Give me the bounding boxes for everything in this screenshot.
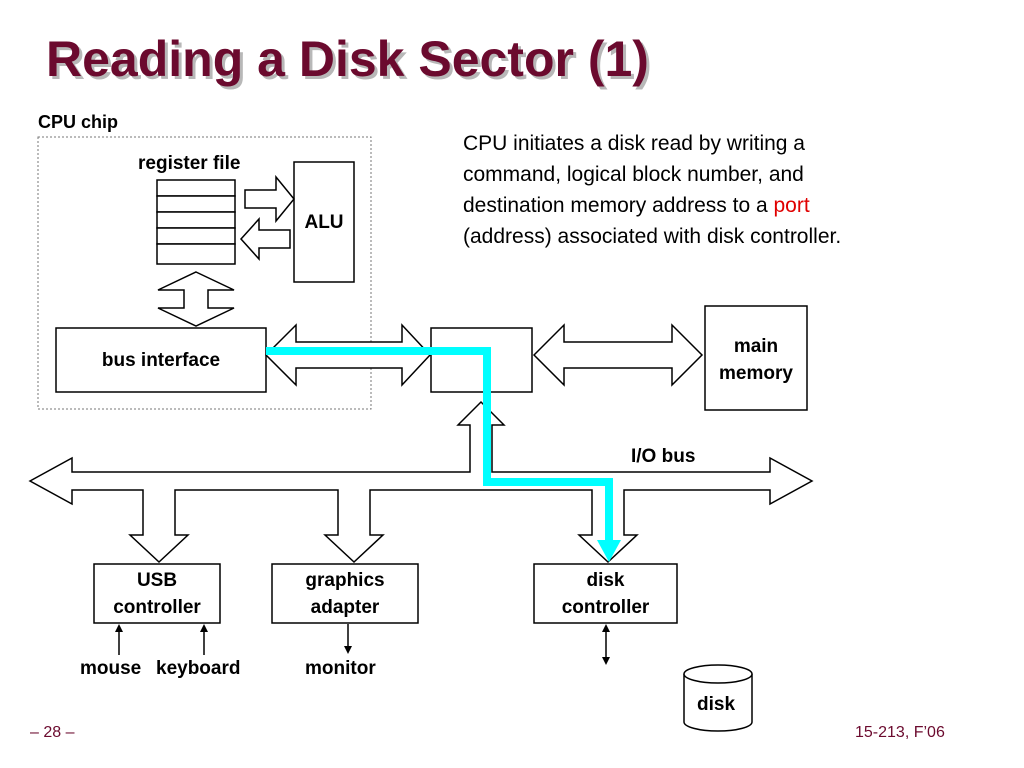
graphics-adapter-box: [271, 563, 419, 624]
main-memory-label: main memory: [705, 330, 807, 390]
keyboard-label: keyboard: [156, 658, 241, 679]
main-memory-label-line1: main: [733, 336, 779, 357]
usb-controller-label-line2: controller: [113, 596, 201, 618]
main-memory-box: [704, 305, 808, 411]
graphics-adapter-label-line1: graphics: [305, 569, 385, 591]
io-bus-label: I/O bus: [631, 446, 696, 467]
alu-box: [293, 161, 355, 283]
io-bus-arrow: [28, 400, 814, 564]
disk-label: disk: [697, 694, 736, 715]
alu-to-reg-arrow: [239, 217, 291, 261]
graphics-adapter-label: graphics adapter: [272, 564, 418, 623]
usb-controller-label: USB controller: [94, 564, 220, 623]
monitor-label: monitor: [305, 658, 376, 679]
disk-cylinder: [683, 664, 753, 732]
disk-controller-box: [533, 563, 678, 624]
description-line-2: command, logical block number, and: [463, 163, 804, 186]
disk-controller-double-arrow: [602, 624, 610, 665]
keyboard-arrow: [200, 624, 208, 655]
port-highlight: port: [773, 194, 810, 217]
io-bridge-box: [430, 327, 533, 393]
mouse-arrow: [115, 624, 123, 655]
monitor-arrow: [344, 624, 352, 654]
memory-bus-arrow: [532, 323, 704, 387]
main-memory-label-line2: memory: [719, 363, 793, 384]
usb-controller-box: [93, 563, 221, 624]
bus-interface-label: bus interface: [101, 349, 221, 371]
disk-controller-label-line2: controller: [561, 596, 650, 618]
slide-title: Reading a Disk Sector (1): [46, 31, 649, 87]
page-number: – 28 –: [30, 724, 75, 741]
reg-to-alu-arrow: [244, 174, 295, 224]
usb-controller-label-line1: USB: [136, 569, 178, 591]
description-text: CPU initiates a disk read by writing a c…: [463, 128, 983, 252]
description-line-1: CPU initiates a disk read by writing a: [463, 132, 805, 155]
command-path-highlight: [266, 347, 613, 540]
mouse-label: mouse: [80, 658, 142, 679]
bus-interface-box: [55, 327, 267, 393]
register-file-label: register file: [138, 153, 241, 174]
description-line-3-text: destination memory address to a: [463, 194, 774, 217]
register-file: [156, 179, 236, 265]
reg-bus-double-arrow: [157, 271, 235, 327]
course-footer: 15-213, F’06: [855, 724, 945, 741]
description-line-3: destination memory address to a port: [463, 190, 983, 221]
cpu-chip-label: CPU chip: [38, 112, 119, 132]
cpu-chip-boundary: [37, 136, 372, 410]
disk-controller-label-line1: disk: [586, 569, 625, 591]
disk-controller-label: disk controller: [534, 564, 677, 623]
graphics-adapter-label-line2: adapter: [310, 596, 380, 618]
description-line-4: (address) associated with disk controlle…: [463, 225, 842, 248]
command-path-arrowhead: [597, 540, 621, 562]
alu-label: ALU: [304, 211, 344, 233]
